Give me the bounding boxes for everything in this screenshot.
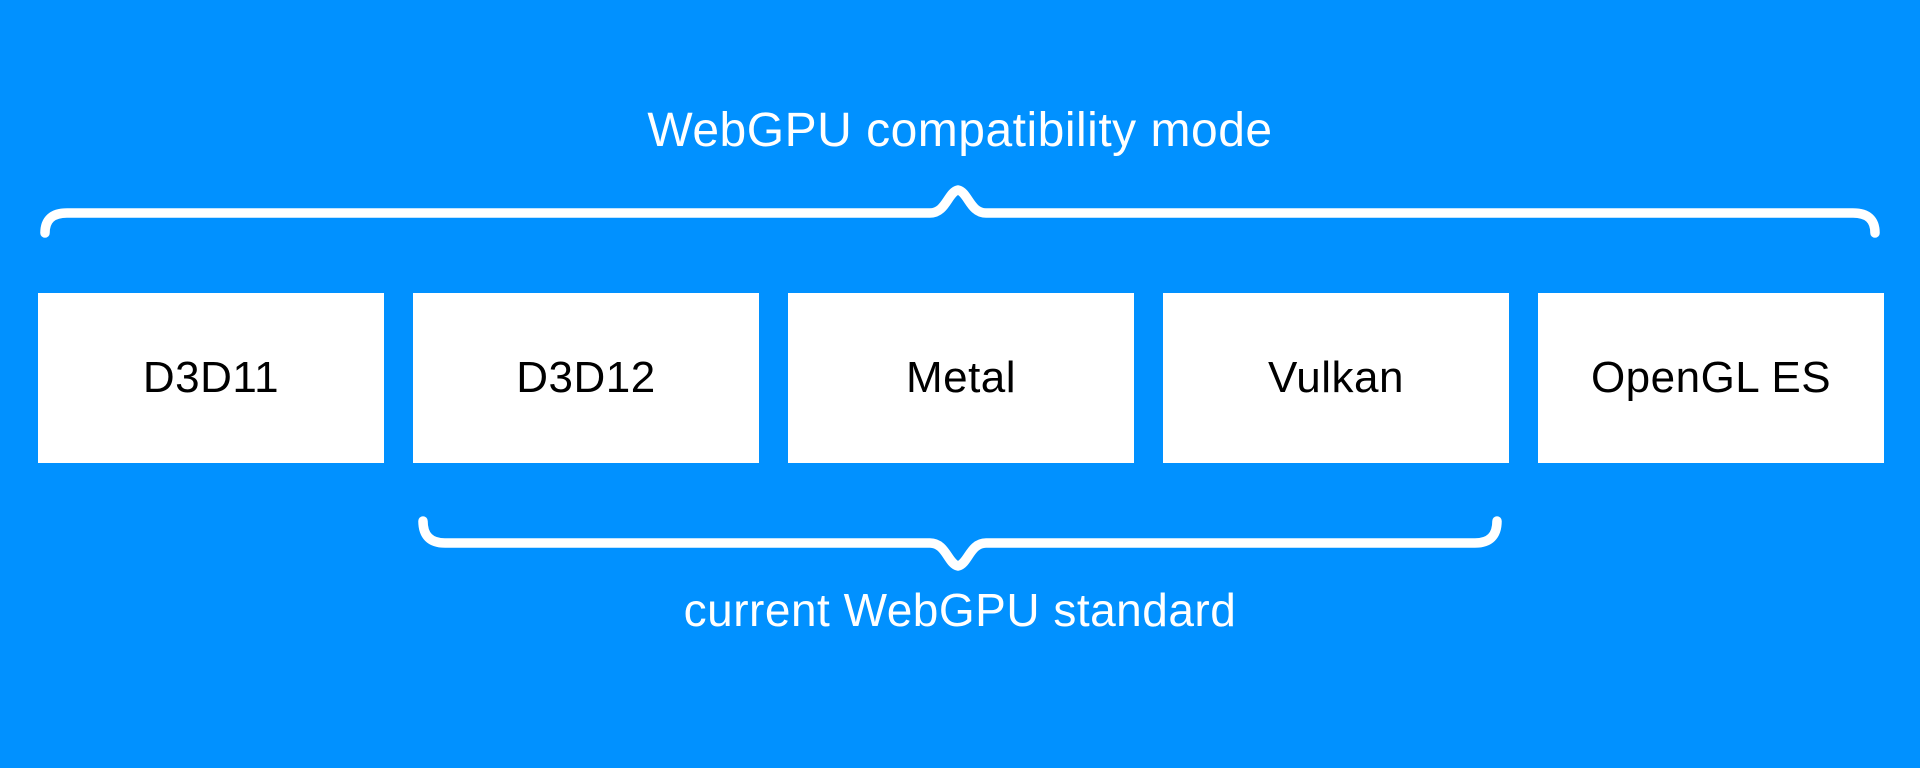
api-box: Vulkan	[1163, 293, 1509, 463]
api-box: D3D12	[413, 293, 759, 463]
compat-mode-label: WebGPU compatibility mode	[647, 104, 1273, 157]
webgpu-standard-brace	[418, 516, 1502, 571]
api-box: Metal	[788, 293, 1134, 463]
api-box-label: OpenGL ES	[1590, 353, 1832, 402]
api-box-label: D3D12	[516, 353, 656, 402]
api-box-label: Vulkan	[1268, 353, 1404, 402]
api-box: D3D11	[38, 293, 384, 463]
api-box: OpenGL ES	[1538, 293, 1884, 463]
api-boxes-row: D3D11 D3D12 Metal Vulkan OpenGL ES	[38, 293, 1884, 463]
api-box-label: Metal	[905, 353, 1017, 402]
webgpu-standard-label: current WebGPU standard	[683, 584, 1237, 636]
compat-mode-brace	[40, 185, 1880, 238]
api-box-label: D3D11	[142, 353, 280, 402]
